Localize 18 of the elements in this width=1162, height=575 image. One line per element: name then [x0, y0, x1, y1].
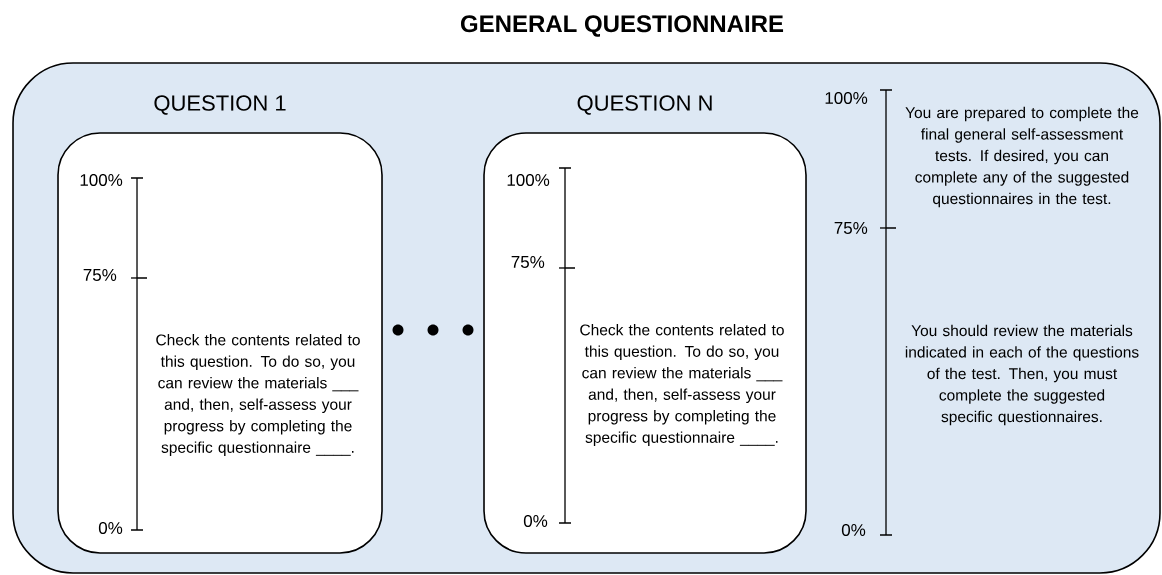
- scale-label: 100%: [825, 91, 868, 104]
- heading: QUESTION 1: [154, 95, 286, 115]
- note-text: You are prepared to complete the final general self-assessment tests. If desired, you can complete any of the suggested questionnaires in the test.: [905, 106, 1139, 208]
- note-text: You should review the materials indicated in each of the questions of the test. Then, you must complete the suggested specific questionnaires.: [905, 324, 1139, 426]
- scale-label: 75%: [83, 269, 117, 281]
- heading: QUESTION N: [577, 95, 712, 115]
- scale-label: 75%: [834, 222, 868, 234]
- card: [483, 132, 807, 554]
- scale-label: 0%: [523, 514, 548, 527]
- scale-label: 0%: [98, 521, 123, 534]
- body-text: Check the contents related to this question. To do so, you can review the materials ___ and, then, self-assess your progress by completing the specific questionnaire ____.: [156, 334, 360, 456]
- scale-label: 100%: [80, 173, 123, 186]
- title: GENERAL QUESTIONNAIRE: [461, 15, 784, 37]
- body-text: Check the contents related to this question. To do so, you can review the materials ___ and, then, self-assess your progress by completing the specific questionnaire ____.: [580, 324, 784, 446]
- scale-label: 100%: [507, 173, 550, 186]
- card: [57, 132, 383, 554]
- scale-label: 0%: [841, 523, 866, 536]
- scale-label: 75%: [511, 256, 545, 268]
